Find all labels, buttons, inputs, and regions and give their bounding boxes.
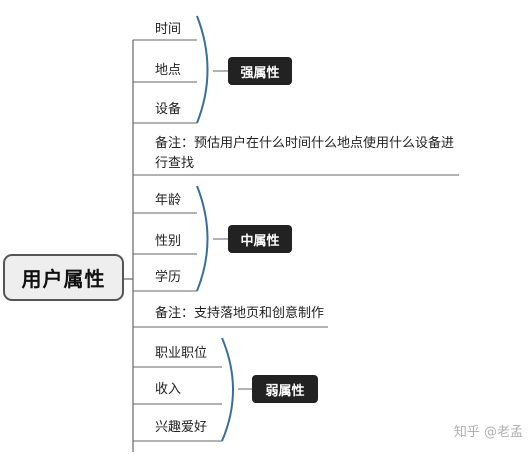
item-time[interactable]: 时间 bbox=[155, 22, 182, 37]
badge-strong-label: 强属性 bbox=[240, 65, 280, 81]
badge-strong-attributes[interactable]: 强属性 bbox=[228, 57, 292, 85]
item-gender[interactable]: 性别 bbox=[155, 234, 182, 249]
badge-weak-attributes[interactable]: 弱属性 bbox=[252, 375, 318, 403]
root-node[interactable]: 用户属性 bbox=[3, 254, 124, 301]
badge-weak-label: 弱属性 bbox=[265, 383, 305, 399]
watermark: 知乎 @老孟 bbox=[453, 425, 523, 440]
note-landing-page[interactable]: 备注：支持落地页和创意制作 bbox=[155, 306, 325, 321]
item-age[interactable]: 年龄 bbox=[155, 193, 182, 208]
item-education[interactable]: 学历 bbox=[155, 270, 182, 285]
item-income[interactable]: 收入 bbox=[155, 382, 182, 397]
item-interests[interactable]: 兴趣爱好 bbox=[155, 420, 208, 435]
badge-medium-attributes[interactable]: 中属性 bbox=[228, 225, 292, 253]
item-location[interactable]: 地点 bbox=[155, 63, 182, 78]
badge-medium-label: 中属性 bbox=[240, 233, 280, 249]
note-device-time-location[interactable]: 备注：预估用户在什么时间什么地点使用什么设备进行查找 bbox=[155, 136, 455, 171]
item-device[interactable]: 设备 bbox=[155, 102, 182, 117]
item-occupation[interactable]: 职业职位 bbox=[155, 346, 208, 361]
root-label: 用户属性 bbox=[21, 267, 106, 291]
